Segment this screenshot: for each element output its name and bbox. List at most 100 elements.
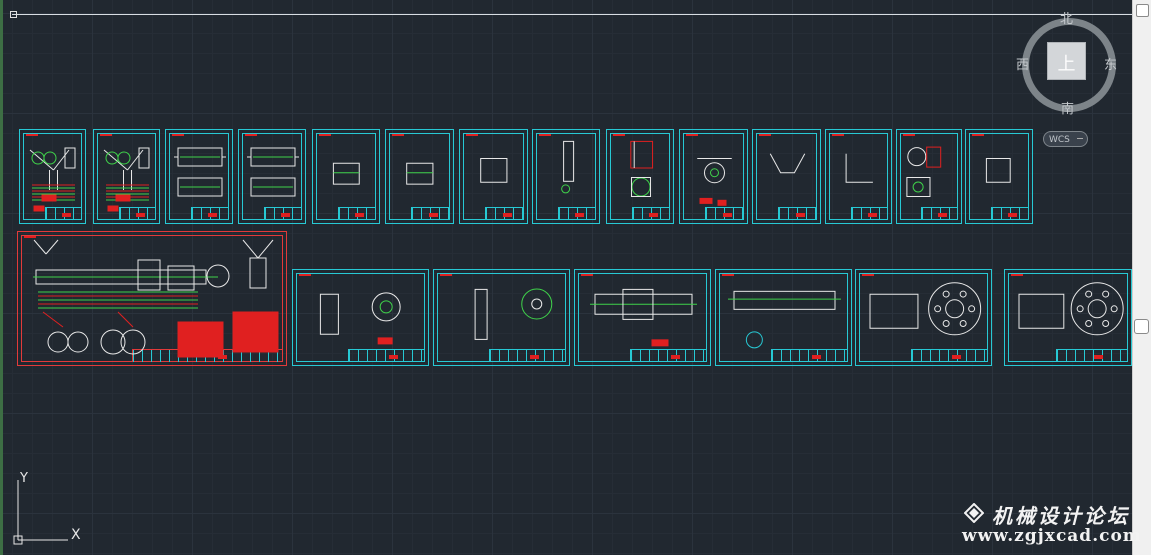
title-block (348, 349, 425, 362)
drawing-sheet-6[interactable] (385, 129, 454, 224)
sheet-geometry (1018, 282, 1124, 336)
sheet-geometry (406, 162, 434, 185)
sheet-code-mark (26, 134, 38, 136)
sheet-geometry (174, 147, 226, 197)
title-block-mark (867, 213, 877, 217)
sheet-geometry (29, 147, 76, 212)
sheet-code-mark (24, 236, 36, 238)
sheet-code-mark (686, 134, 698, 136)
sheet-geometry (332, 162, 360, 185)
compass-east-label[interactable]: 东 (1104, 58, 1118, 73)
sheet-code-mark (759, 134, 771, 136)
view-cube-top-face[interactable]: 上 (1047, 42, 1086, 80)
title-block-mark (355, 213, 365, 217)
title-block-mark (208, 213, 218, 217)
drawing-sheet-15[interactable] (292, 269, 429, 366)
sheet-geometry (474, 288, 553, 340)
wcs-menu-button[interactable]: WCS (1043, 131, 1088, 147)
drawing-sheet-18[interactable] (715, 269, 852, 366)
forum-logo-icon (964, 503, 984, 523)
drawing-sheet-3[interactable] (165, 129, 233, 224)
title-block-mark (812, 355, 822, 359)
drawing-sheet-4[interactable] (238, 129, 306, 224)
drawing-sheet-13[interactable] (896, 129, 962, 224)
compass-south-label[interactable]: 南 (1061, 102, 1075, 117)
scroll-up-button[interactable] (1136, 4, 1149, 17)
sheet-code-mark (539, 134, 551, 136)
title-block-mark (429, 213, 439, 217)
drawing-sheet-11[interactable] (752, 129, 821, 224)
title-block-mark (1008, 213, 1018, 217)
title-block-mark (389, 355, 399, 359)
sheet-geometry (697, 158, 732, 206)
title-block (771, 349, 848, 362)
drawing-sheet-5[interactable] (312, 129, 380, 224)
drawing-sheet-2[interactable] (93, 129, 160, 224)
compass-north-label[interactable]: 北 (1060, 12, 1074, 27)
drawing-sheet-16[interactable] (433, 269, 570, 366)
cursor-crosshair-icon (10, 11, 17, 18)
vertical-scrollbar[interactable] (1132, 0, 1151, 555)
sheet-code-mark (392, 134, 404, 136)
sheet-code-mark (100, 134, 112, 136)
title-block-mark (723, 213, 733, 217)
title-block (630, 349, 707, 362)
sheet-geometry (869, 282, 982, 336)
drawing-sheet-7[interactable] (459, 129, 528, 224)
sheet-code-mark (581, 274, 593, 276)
sheet-geometry (769, 153, 806, 174)
title-block-mark (671, 355, 681, 359)
title-block-mark (61, 213, 71, 217)
sheet-geometry (906, 146, 942, 197)
sheet-geometry (247, 147, 299, 197)
sheet-geometry (630, 140, 654, 197)
sheet-code-mark (440, 274, 452, 276)
title-block-mark (649, 213, 659, 217)
left-edge-strip (0, 0, 3, 555)
sheet-code-mark (832, 134, 844, 136)
sheet-geometry (590, 288, 697, 347)
sheet-code-mark (319, 134, 331, 136)
compass-ring[interactable] (1022, 18, 1116, 112)
drawing-sheet-9[interactable] (606, 129, 674, 224)
sheet-code-mark (466, 134, 478, 136)
watermark-url: www.zgjxcad.com (962, 526, 1142, 546)
ucs-icon: Y X (13, 471, 81, 545)
sheet-geometry (561, 140, 575, 194)
title-block-mark (1094, 355, 1104, 359)
compass-west-label[interactable]: 西 (1016, 58, 1030, 73)
drawing-sheet-1[interactable] (19, 129, 86, 224)
watermark-title: 机械设计论坛 (992, 504, 1130, 528)
assembly-drawing-sheet[interactable] (17, 231, 287, 366)
drawing-sheet-14[interactable] (965, 129, 1033, 224)
sheet-code-mark (862, 274, 874, 276)
drawing-sheet-17[interactable] (574, 269, 711, 366)
sheet-code-mark (903, 134, 915, 136)
sheet-code-mark (613, 134, 625, 136)
sheet-geometry (985, 158, 1011, 183)
title-block-mark (937, 213, 947, 217)
watermark: 机械设计论坛 www.zgjxcad.com (962, 497, 1147, 555)
sheet-geometry (319, 292, 401, 345)
drawing-limit-line (12, 14, 1132, 15)
title-block-mark (952, 355, 962, 359)
scroll-thumb[interactable] (1134, 319, 1149, 334)
title-block-mark (530, 355, 540, 359)
sheet-code-mark (1011, 274, 1023, 276)
view-cube-face-label: 上 (1057, 54, 1076, 75)
drawing-sheet-8[interactable] (532, 129, 600, 224)
title-block (911, 349, 988, 362)
title-block-mark (575, 213, 585, 217)
title-block (1056, 349, 1128, 362)
drawing-sheet-12[interactable] (825, 129, 892, 224)
drawing-sheet-10[interactable] (679, 129, 748, 224)
title-block-mark (503, 213, 513, 217)
sheet-code-mark (172, 134, 184, 136)
drawing-sheet-20[interactable] (1004, 269, 1132, 366)
view-cube[interactable]: 上 北 南 西 东 (1016, 12, 1118, 122)
sheet-geometry (103, 147, 150, 212)
sheet-code-mark (972, 134, 984, 136)
drawing-sheet-19[interactable] (855, 269, 992, 366)
title-block-mark (796, 213, 806, 217)
